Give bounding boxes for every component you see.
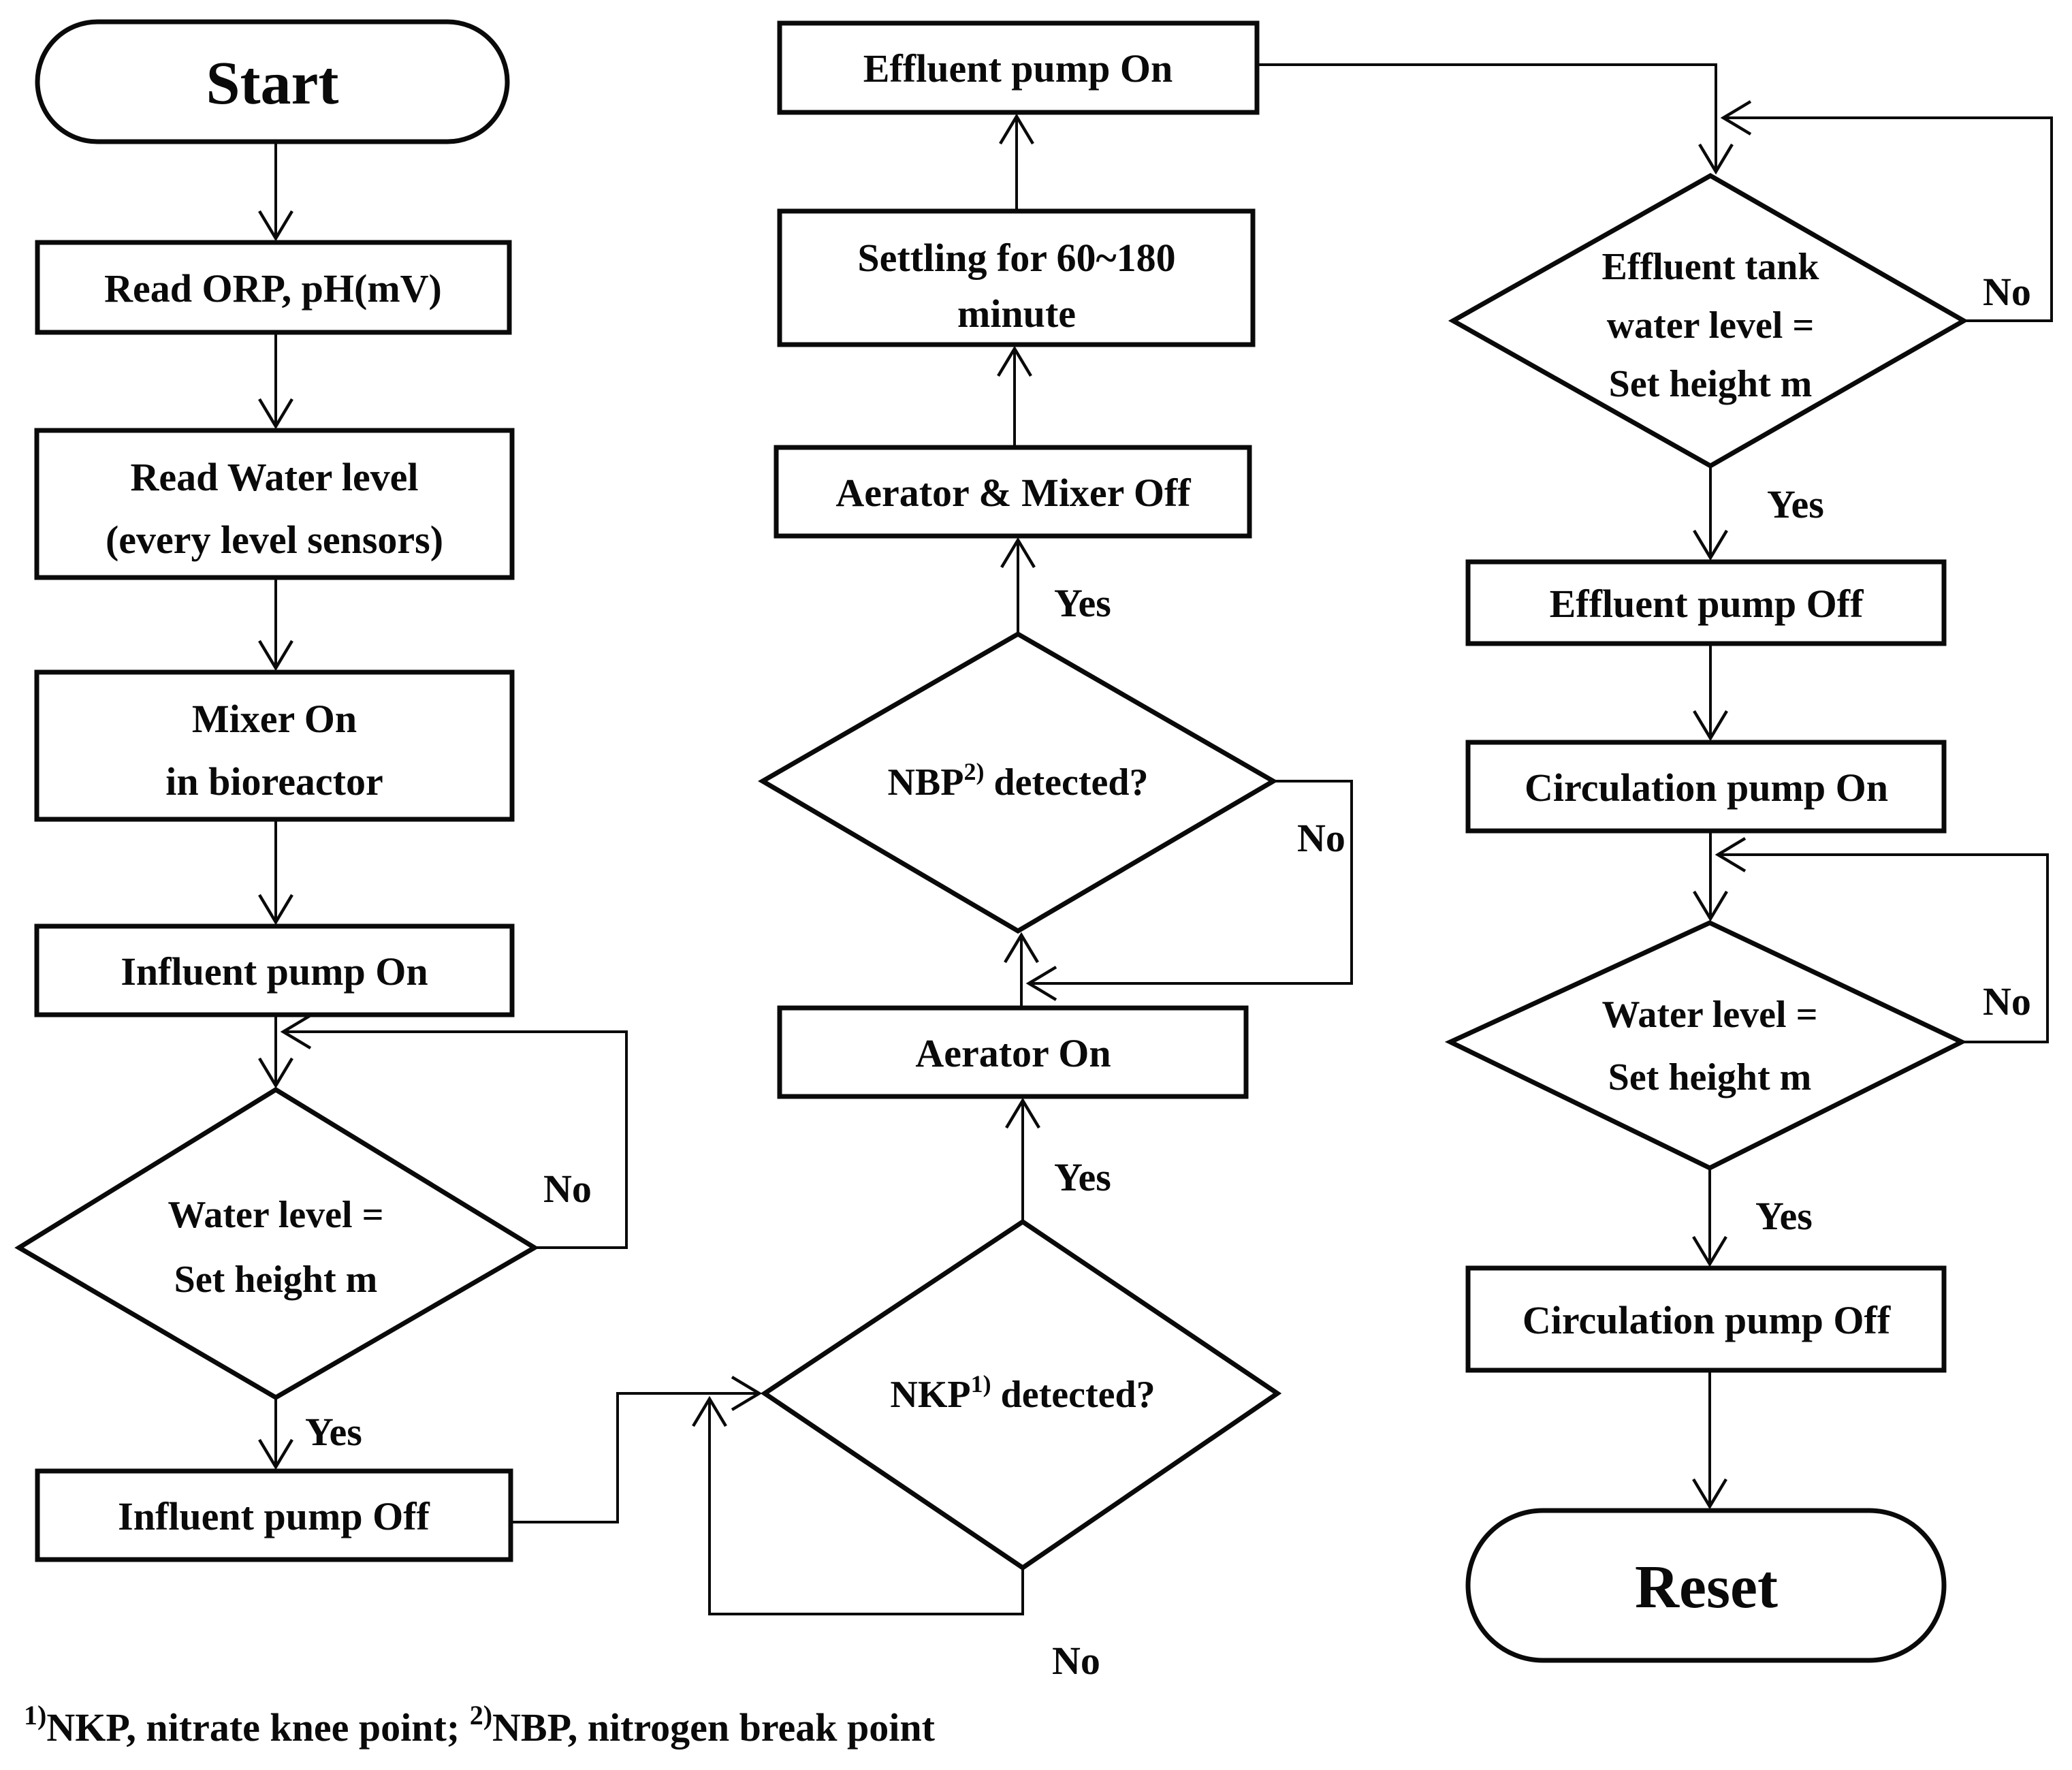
nbp-check-diamond (758, 631, 1278, 934)
circulation-pump-off-label: Circulation pump Off (1523, 1298, 1891, 1342)
effluent-tank-check-line2: water level = (1607, 304, 1815, 347)
influent-pump-off-box (35, 1468, 513, 1562)
edge-label-no-nbp: No (1297, 816, 1345, 860)
nkp-rest: detected? (991, 1374, 1155, 1416)
reset-label: Reset (1635, 1553, 1778, 1621)
edge-nbp-no-loop (1025, 780, 1353, 1001)
node-effluent-pump-off: Effluent pump Off (1465, 559, 1947, 646)
edge-effluent-on-to-tank-check (1257, 63, 1734, 175)
node-read-orp: Read ORP, pH(mV) (35, 240, 512, 335)
water-level-check-1-line2: Set height m (174, 1259, 378, 1301)
node-circulation-pump-off: Circulation pump Off (1465, 1265, 1947, 1373)
mixer-on-line2: in bioreactor (165, 759, 383, 804)
effluent-tank-check-line3: Set height m (1609, 363, 1813, 405)
edge-label-yes-water-check-1: Yes (305, 1410, 362, 1454)
mixer-on-line1: Mixer On (192, 697, 357, 741)
node-settling: Settling for 60~180 minute (777, 208, 1256, 347)
water-level-check-2-diamond (1444, 920, 1968, 1171)
footnote-sup1: 1) (24, 1700, 46, 1731)
footnote-part1: NKP, nitrate knee point; (46, 1705, 469, 1750)
settling-line1: Settling for 60~180 (857, 236, 1175, 280)
nkp-check-label: NKP1) detected? (890, 1370, 1155, 1416)
edge-label-yes-nkp: Yes (1054, 1155, 1111, 1199)
influent-pump-off-label: Influent pump Off (118, 1494, 430, 1538)
node-nbp-check: NBP2) detected? (758, 631, 1278, 934)
edge-label-no-tank-check: No (1983, 270, 2031, 314)
nbp-rest: detected? (984, 761, 1148, 804)
edges (258, 63, 2053, 1615)
effluent-pump-off-box (1465, 559, 1947, 646)
edge-tank-check-no-loop (1720, 100, 2053, 322)
read-water-level-box (34, 428, 515, 580)
node-influent-pump-on: Influent pump On (34, 923, 515, 1017)
edge-label-no-water-check-2: No (1983, 979, 2031, 1024)
influent-pump-on-box (34, 923, 515, 1017)
circulation-pump-on-label: Circulation pump On (1525, 765, 1888, 810)
circulation-pump-on-box (1465, 740, 1947, 834)
nbp-check-label: NBP2) detected? (887, 758, 1148, 804)
aerator-on-box (777, 1005, 1249, 1099)
nkp-name: NKP (890, 1374, 970, 1416)
influent-pump-on-label: Influent pump On (121, 949, 428, 994)
edge-influent-off-to-nkp (511, 1376, 763, 1523)
mixer-on-box (34, 669, 515, 822)
edge-label-yes-water-check-2: Yes (1755, 1194, 1813, 1238)
read-orp-label: Read ORP, pH(mV) (104, 266, 442, 311)
node-aerator-on: Aerator On (777, 1005, 1249, 1099)
water-level-check-2-line2: Set height m (1608, 1056, 1812, 1099)
node-circulation-pump-on: Circulation pump On (1465, 740, 1947, 834)
aerator-mixer-off-label: Aerator & Mixer Off (835, 471, 1191, 515)
node-water-level-check-2: Water level = Set height m (1444, 920, 1968, 1171)
start-label: Start (206, 50, 339, 117)
effluent-pump-on-label: Effluent pump On (863, 46, 1173, 91)
node-water-level-check-1: Water level = Set height m (14, 1086, 539, 1401)
reset-terminator-shape (1465, 1508, 1947, 1663)
nkp-check-diamond (760, 1218, 1282, 1571)
edge-label-no-nkp: No (1052, 1639, 1100, 1683)
water-level-check-1-line1: Water level = (168, 1194, 384, 1236)
read-water-level-line2: (every level sensors) (106, 518, 443, 562)
read-orp-box (35, 240, 512, 335)
node-aerator-mixer-off: Aerator & Mixer Off (774, 445, 1252, 539)
edge-label-yes-tank-check: Yes (1767, 482, 1824, 526)
effluent-pump-on-box (777, 20, 1260, 115)
edge-water-check-2-no-loop (1715, 837, 2049, 1043)
start-terminator-shape (35, 19, 510, 144)
nbp-sup: 2) (963, 758, 984, 785)
settling-box (777, 208, 1256, 347)
nbp-name: NBP (887, 761, 963, 804)
effluent-tank-check-line1: Effluent tank (1602, 246, 1820, 288)
effluent-pump-off-label: Effluent pump Off (1550, 582, 1864, 626)
circulation-pump-off-box (1465, 1265, 1947, 1373)
node-reset: Reset (1465, 1508, 1947, 1663)
aerator-mixer-off-box (774, 445, 1252, 539)
node-start: Start (35, 19, 510, 144)
edge-water-check-1-no-loop (280, 1014, 628, 1249)
edge-label-yes-nbp: Yes (1054, 581, 1111, 625)
node-effluent-tank-check: Effluent tank water level = Set height m (1448, 172, 1969, 469)
aerator-on-label: Aerator On (915, 1031, 1111, 1075)
node-mixer-on: Mixer On in bioreactor (34, 669, 515, 822)
node-nkp-check: NKP1) detected? (760, 1218, 1282, 1571)
water-level-check-1-diamond (14, 1086, 539, 1401)
footnote-part2: NBP, nitrogen break point (492, 1705, 936, 1750)
effluent-tank-check-diamond (1448, 172, 1969, 469)
nkp-sup: 1) (971, 1370, 991, 1397)
read-water-level-line1: Read Water level (130, 455, 418, 499)
edge-label-no-water-check-1: No (543, 1167, 592, 1211)
node-read-water-level: Read Water level (every level sensors) (34, 428, 515, 580)
edge-nkp-no-loop (692, 1395, 1024, 1615)
node-effluent-pump-on: Effluent pump On (777, 20, 1260, 115)
settling-line2: minute (957, 291, 1076, 336)
footnote: 1)NKP, nitrate knee point; 2)NBP, nitrog… (24, 1700, 936, 1750)
water-level-check-2-line1: Water level = (1602, 994, 1818, 1036)
footnote-sup2: 2) (470, 1700, 492, 1731)
node-influent-pump-off: Influent pump Off (35, 1468, 513, 1562)
